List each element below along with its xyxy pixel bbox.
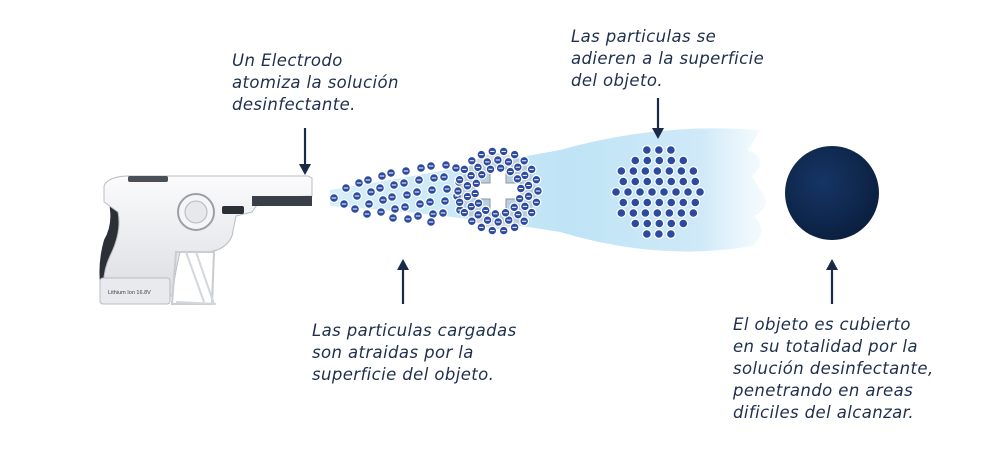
caption-particles-adhere: Las particulas se adieren a la superfici… xyxy=(571,26,764,92)
charged-particle xyxy=(654,197,665,208)
charged-particle xyxy=(642,197,653,208)
charged-particle xyxy=(676,208,687,219)
caption-line: en su totalidad por la xyxy=(733,337,918,356)
caption-line: Las particulas cargadas xyxy=(312,321,517,340)
gun-stand xyxy=(175,251,217,305)
gun-top-bar xyxy=(128,176,168,182)
arrow-adhieren xyxy=(652,98,664,139)
charged-particle xyxy=(694,187,705,198)
adhered-particles xyxy=(610,145,705,240)
caption-line: desinfectante. xyxy=(232,95,356,114)
caption-line: adieren a la superficie xyxy=(571,49,765,68)
charged-particle xyxy=(664,208,675,219)
charged-particle xyxy=(690,176,701,187)
charged-particle xyxy=(678,218,689,229)
charged-particle xyxy=(688,208,699,219)
charged-particle xyxy=(690,197,701,208)
gun-nozzle-strip xyxy=(252,196,312,206)
caption-object-covered: El objeto es cubierto en su totalidad po… xyxy=(733,314,934,424)
charged-particle xyxy=(665,145,676,156)
spray-gun: Lithium Ion 16.8V xyxy=(99,175,313,305)
charged-particle xyxy=(640,166,651,177)
caption-line: Las particulas se xyxy=(571,27,717,46)
charged-particle xyxy=(616,208,627,219)
charged-particle xyxy=(640,208,651,219)
charged-particle xyxy=(666,176,677,187)
charged-particle xyxy=(666,218,677,229)
charged-particle xyxy=(642,155,653,166)
caption-particles-attracted: Las particulas cargadas son atraidas por… xyxy=(312,320,517,386)
charged-particle xyxy=(678,197,689,208)
arrow-electrodo xyxy=(299,128,311,175)
charged-particle xyxy=(653,229,664,240)
charged-particle xyxy=(676,166,687,177)
covered-object xyxy=(785,146,879,240)
charged-particle xyxy=(641,229,652,240)
charged-particle xyxy=(634,187,645,198)
charged-particle xyxy=(678,176,689,187)
caption-line: superficie del objeto. xyxy=(312,365,495,384)
charged-particle xyxy=(630,155,641,166)
arrow-atraidas xyxy=(397,259,409,304)
caption-line: El objeto es cubierto xyxy=(733,315,911,334)
caption-electrodo: Un Electrodo atomiza la solución desinfe… xyxy=(232,50,399,116)
charged-particle xyxy=(628,208,639,219)
caption-line: Un Electrodo xyxy=(232,51,343,70)
caption-line: del objeto. xyxy=(571,71,663,90)
caption-line: penetrando en areas xyxy=(733,381,914,400)
charged-particle xyxy=(630,218,641,229)
charged-particle xyxy=(642,218,653,229)
charged-particle xyxy=(618,176,629,187)
charged-particle xyxy=(652,208,663,219)
gun-dial-inner xyxy=(184,200,208,224)
charged-particle xyxy=(630,197,641,208)
charged-particle xyxy=(653,145,664,156)
charged-particle xyxy=(618,197,629,208)
caption-line: solución desinfectante, xyxy=(733,359,934,378)
arrow-cubierto xyxy=(826,259,838,304)
charged-particle xyxy=(670,187,681,198)
caption-line: atomiza la solución xyxy=(232,73,399,92)
charged-particle xyxy=(642,176,653,187)
charged-particle xyxy=(654,155,665,166)
charged-particle xyxy=(654,218,665,229)
battery-label: Lithium Ion 16.8V xyxy=(108,290,151,296)
charged-particle xyxy=(665,229,676,240)
charged-particle xyxy=(658,187,669,198)
cone-particles xyxy=(329,160,466,228)
ring-particles xyxy=(453,146,543,236)
caption-line: dificiles del alcanzar. xyxy=(733,403,914,422)
charged-particle xyxy=(630,176,641,187)
charged-particle xyxy=(646,187,657,198)
charged-particle xyxy=(610,187,621,198)
charged-particle xyxy=(641,145,652,156)
attracted-particles-group xyxy=(453,146,543,236)
gun-battery xyxy=(99,277,171,305)
charged-particle xyxy=(664,166,675,177)
charged-particle xyxy=(616,166,627,177)
charged-particle xyxy=(688,166,699,177)
charged-particle xyxy=(628,166,639,177)
gun-switch xyxy=(222,206,244,214)
charged-particle xyxy=(682,187,693,198)
caption-line: son atraidas por la xyxy=(312,343,474,362)
charged-particle xyxy=(666,155,677,166)
charged-particle xyxy=(652,166,663,177)
charged-particle xyxy=(666,197,677,208)
charged-particle xyxy=(622,187,633,198)
charged-particle xyxy=(678,155,689,166)
charged-particle xyxy=(654,176,665,187)
